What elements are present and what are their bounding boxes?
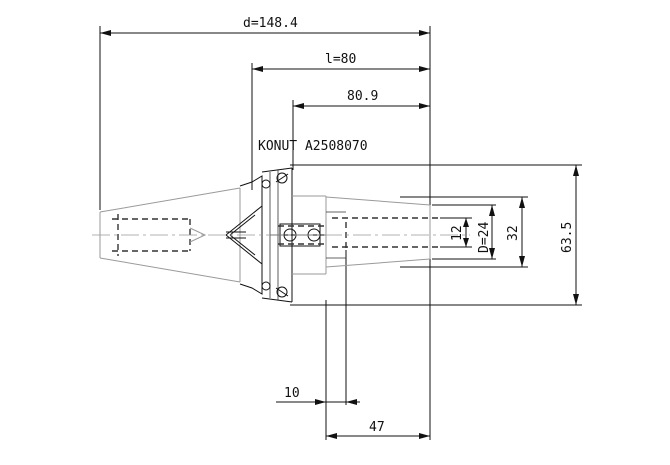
arrow-12-top — [463, 218, 469, 227]
dim-label-body: 80.9 — [347, 89, 378, 104]
arrow-overall-right — [419, 30, 430, 36]
arrow-47-right — [419, 433, 430, 439]
dim-label-47: 47 — [369, 420, 385, 435]
arrow-l-left — [252, 66, 263, 72]
arrow-32-top — [519, 197, 525, 208]
arrow-overall-left — [100, 30, 111, 36]
arrow-24-top — [489, 205, 495, 216]
arrow-47-left — [326, 433, 337, 439]
arrow-body-left — [293, 103, 304, 109]
arrow-body-right — [419, 103, 430, 109]
dim-label-635: 63.5 — [560, 222, 575, 253]
inner-cone — [225, 205, 263, 265]
arrow-635-bottom — [573, 294, 579, 305]
arrow-10-left — [315, 399, 326, 405]
dim-label-32: 32 — [506, 225, 521, 241]
arrow-10-right — [346, 399, 357, 405]
dim-label-12: 12 — [450, 225, 465, 241]
arrow-12-bottom — [463, 238, 469, 247]
drawing-title: KONUT A2508070 — [258, 139, 368, 154]
dim-label-10: 10 — [284, 386, 300, 401]
arrow-32-bottom — [519, 256, 525, 267]
arrow-l-right — [419, 66, 430, 72]
dim-label-24: D=24 — [477, 222, 492, 253]
arrow-24-bottom — [489, 248, 495, 259]
dim-label-overall: d=148.4 — [243, 16, 298, 31]
arrow-635-top — [573, 165, 579, 176]
dim-label-l: l=80 — [325, 52, 356, 67]
